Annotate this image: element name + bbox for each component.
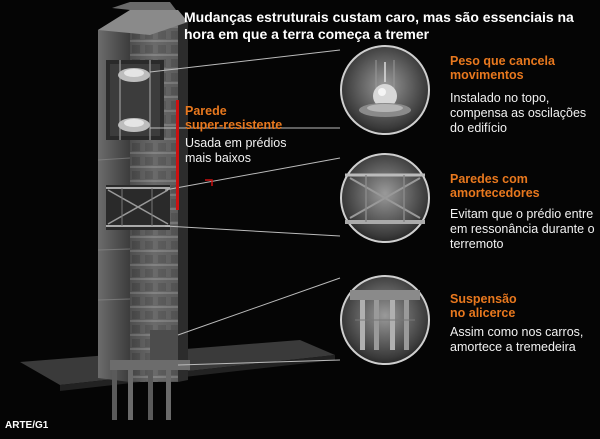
- callout-damper-body: Instalado no topo, compensa as oscilaçõe…: [450, 91, 587, 135]
- callout-damper-title: Peso que cancela movimentos: [450, 54, 555, 82]
- callout-wall-body: Usada em prédios mais baixos: [185, 136, 287, 165]
- callout-suspension-body: Assim como nos carros, amortece a tremed…: [450, 325, 584, 354]
- detail-lens-bracing: [340, 153, 430, 243]
- support-column-4: [166, 370, 171, 420]
- callout-suspension-title: Suspensão no alicerce: [450, 292, 517, 320]
- support-column-1: [112, 370, 117, 420]
- support-column-2: [128, 370, 133, 420]
- support-column-3: [148, 370, 153, 420]
- credit: ARTE/G1: [5, 420, 49, 431]
- callout-damping-walls-title: Paredes com amortecedores: [450, 172, 540, 200]
- wall-marker: [176, 100, 179, 210]
- detail-lens-damper: [340, 45, 430, 135]
- tower-roof: [98, 10, 188, 35]
- detail-lens-suspension: [340, 275, 430, 365]
- connector-lines: [149, 49, 341, 366]
- wall-bracket: [205, 179, 213, 186]
- headline: Mudanças estruturais custam caro, mas sã…: [184, 9, 574, 42]
- callout-wall-title: Parede super-resistente: [185, 104, 283, 132]
- callout-damping-walls-body: Evitam que o prédio entre em ressonância…: [450, 207, 595, 251]
